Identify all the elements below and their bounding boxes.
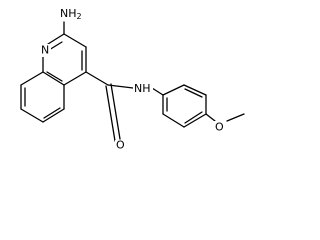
bond-a4-a5-inner	[184, 111, 203, 124]
bond-c7-c6	[20, 108, 44, 123]
bond-carbonyl-n	[107, 84, 134, 89]
bond-c8a-c8	[20, 71, 44, 86]
bond-c4-c4a	[63, 71, 87, 86]
atom-label-methoxy-oxygen: O	[214, 121, 226, 134]
atom-n-ring: N	[41, 44, 49, 57]
atom-h2-subscript: 2	[77, 12, 82, 21]
bond-a4-a5	[183, 113, 207, 128]
bond-c2-c3	[63, 33, 87, 48]
svg-text:NH: NH	[134, 82, 151, 95]
bond-a2-a3	[183, 84, 207, 96]
bond-a4-o	[205, 113, 216, 122]
svg-text:NH2: NH2	[60, 7, 82, 21]
atom-label-amide-nitrogen: NH	[133, 82, 153, 95]
bond-layer	[20, 21, 245, 142]
bond-c4a-c8a-inner	[46, 71, 63, 82]
bond-n-aryl	[151, 87, 164, 96]
bond-c4-carbonyl	[85, 71, 109, 86]
molecule-diagram: NH2 N NH O O	[20, 6, 245, 150]
bond-a1-a2	[162, 84, 185, 96]
bond-a5-a6	[162, 113, 185, 128]
bond-o-ch3	[226, 113, 245, 122]
bond-c6-c5-inner	[43, 107, 61, 119]
bond-c6-c5	[42, 108, 65, 123]
bond-a2-a3-inner	[184, 88, 203, 98]
bond-n1-c2	[47, 33, 65, 45]
atom-label-layer: NH2 N NH O O	[40, 6, 226, 150]
atom-label-carbonyl-oxygen: O	[115, 139, 127, 151]
atom-n-amide: N	[134, 82, 142, 95]
atom-label-ring-nitrogen: N	[40, 44, 51, 57]
bond-carbonyl-o-2	[110, 83, 121, 140]
atom-n-amine: N	[60, 7, 68, 20]
atom-label-amino: NH2	[59, 6, 84, 21]
bond-n1-c2-inner	[48, 41, 63, 51]
atom-h-amine: H	[68, 7, 76, 20]
bond-carbonyl-o	[105, 85, 116, 142]
bond-c4a-c8a	[42, 71, 65, 86]
atom-o-carbonyl: O	[116, 139, 125, 151]
atom-h-amide: H	[142, 82, 150, 95]
atom-o-methoxy: O	[215, 121, 224, 134]
